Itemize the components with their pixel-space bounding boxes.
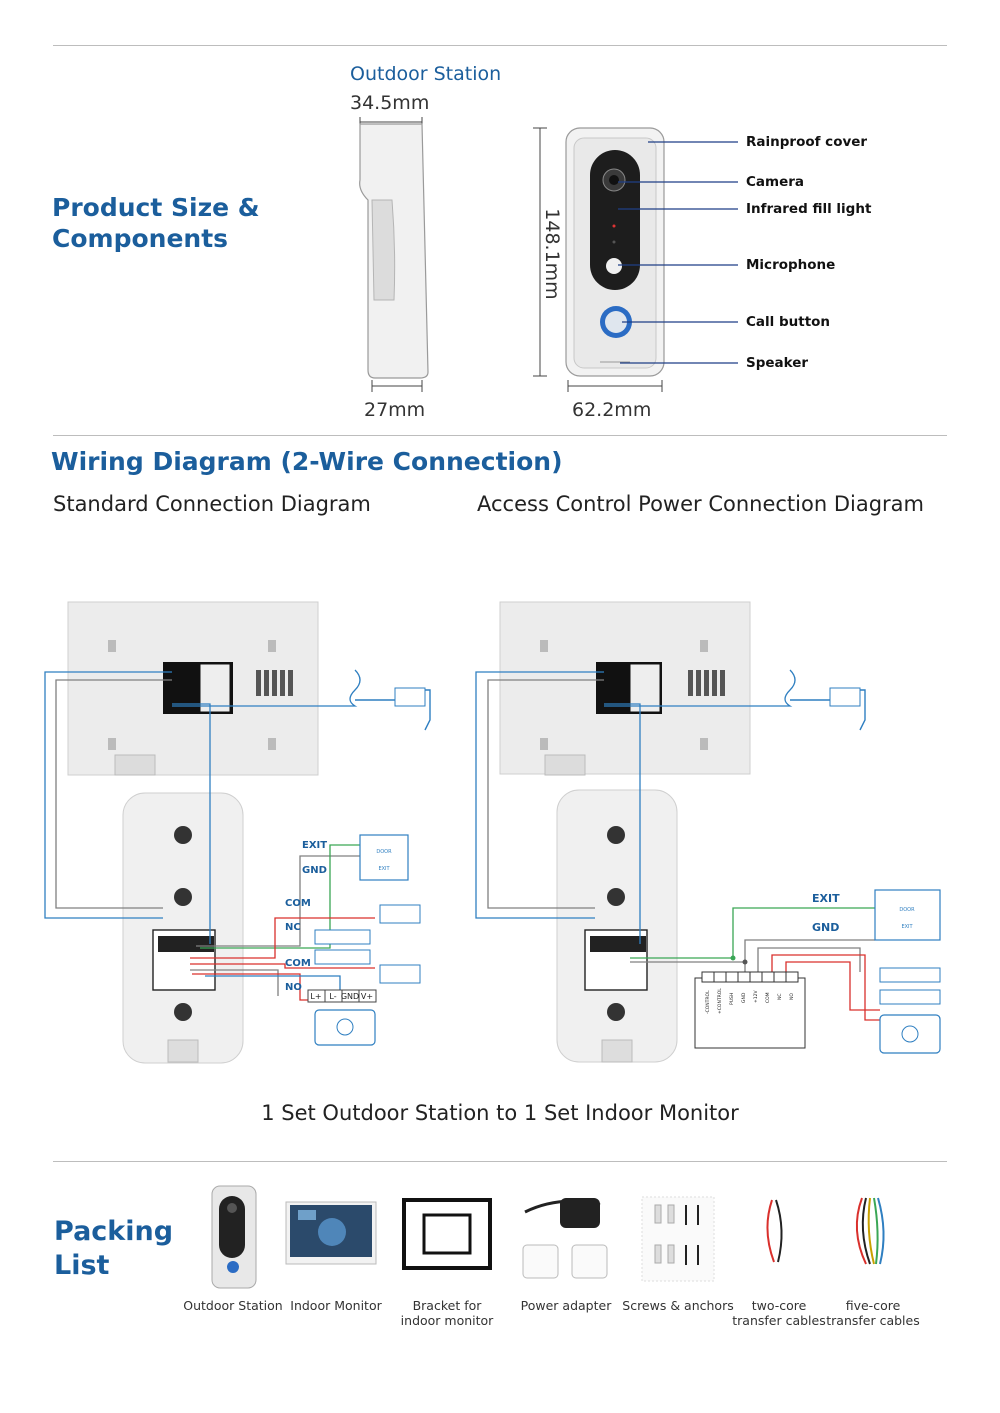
ctrl-term-com: COM <box>765 992 771 1003</box>
standard-connection-title: Standard Connection Diagram <box>53 492 371 516</box>
lock-terminals-left <box>307 989 377 1003</box>
ctrl-term-minus-control: -CONTROL <box>705 990 711 1014</box>
outdoor-station-drawing <box>359 117 738 392</box>
packing-item-1-line1: Indoor Monitor <box>290 1298 382 1313</box>
packing-power-adapter-image <box>522 1198 608 1279</box>
exit-text-right: EXIT <box>901 924 913 930</box>
side-dimension-lines <box>359 117 663 392</box>
packing-heading-line1: Packing <box>54 1216 174 1247</box>
product-size-heading-line2: Components <box>52 224 229 253</box>
outdoor-station-back-left <box>122 792 244 1064</box>
camera-panel <box>590 150 640 290</box>
packing-list-heading: Packing List <box>54 1215 173 1283</box>
label-exit-left: EXIT <box>302 840 327 851</box>
ctrl-term-plus-control: +CONTROL <box>717 988 723 1014</box>
access-control-box <box>694 977 806 1049</box>
packing-two-core-cable-image <box>766 1199 783 1263</box>
packing-item-2-line2: indoor monitor <box>400 1313 494 1328</box>
lock-terminal-lplus: L+ <box>310 992 321 1001</box>
ctrl-term-push: PUSH <box>729 993 735 1005</box>
packing-item-two-core-cable: two-core transfer cables <box>714 1298 844 1328</box>
packing-item-five-core-cable: five-core transfer cables <box>808 1298 938 1328</box>
ctrl-term-nc: NC <box>777 993 783 1000</box>
electric-lock-left <box>314 1009 376 1046</box>
packing-item-0-line1: Outdoor Station <box>183 1298 283 1313</box>
packing-outdoor-station-image <box>211 1185 257 1289</box>
standard-wiring-diagram: DOOR EXIT L+ L- GND V+ EXIT GND COM NC C… <box>44 601 431 1064</box>
product-size-heading-line1: Product Size & <box>52 193 260 222</box>
packing-items-drawings <box>211 1185 885 1289</box>
packing-item-bracket: Bracket for indoor monitor <box>382 1298 512 1328</box>
callout-microphone: Microphone <box>746 257 836 273</box>
section2-divider <box>53 435 947 436</box>
exit-button-right <box>874 889 941 941</box>
packing-item-5-line1: two-core <box>751 1298 807 1313</box>
packing-item-indoor-monitor: Indoor Monitor <box>271 1298 401 1313</box>
callout-camera: Camera <box>746 174 805 190</box>
exit-text-left: EXIT <box>378 866 390 872</box>
label-gnd-right: GND <box>812 921 839 934</box>
dim-bottom-depth: 27mm <box>364 399 426 421</box>
callout-speaker: Speaker <box>746 355 809 371</box>
access-control-wiring-diagram: DOOR EXIT -CONTROL +CONTROL PUSH GND +12… <box>475 601 941 1063</box>
lock-terminal-gnd: GND <box>341 992 359 1001</box>
product-size-heading: Product Size & Components <box>52 192 260 254</box>
label-com2-left: COM <box>285 958 311 969</box>
packing-item-5-line2: transfer cables <box>732 1313 826 1328</box>
packing-heading-line2: List <box>54 1250 110 1281</box>
packing-item-power-adapter: Power adapter <box>501 1298 631 1313</box>
packing-item-3-line1: Power adapter <box>520 1298 612 1313</box>
callout-infrared-fill-light: Infrared fill light <box>746 201 872 217</box>
packing-item-screws: Screws & anchors <box>613 1298 743 1313</box>
label-no-left: NO <box>285 982 302 993</box>
top-divider <box>53 45 947 46</box>
wiring-caption: 1 Set Outdoor Station to 1 Set Indoor Mo… <box>261 1101 739 1125</box>
packing-screws-image <box>641 1196 715 1282</box>
exit-button-left <box>359 834 409 881</box>
control-terminal-labels: -CONTROL +CONTROL PUSH GND +12V COM NC N… <box>705 988 795 1014</box>
section3-divider <box>53 1161 947 1162</box>
callout-call-button: Call button <box>746 314 831 330</box>
microphone-hole <box>606 258 622 274</box>
packing-bracket-image <box>402 1198 492 1270</box>
packing-item-2-line1: Bracket for <box>412 1298 482 1313</box>
door-text-right: DOOR <box>899 907 915 913</box>
ctrl-term-gnd: GND <box>741 992 747 1003</box>
packing-item-outdoor-station: Outdoor Station <box>168 1298 298 1313</box>
packing-item-6-line2: transfer cables <box>826 1313 920 1328</box>
outdoor-station-title: Outdoor Station <box>350 63 502 85</box>
door-text-left: DOOR <box>376 849 392 855</box>
access-control-title: Access Control Power Connection Diagram <box>477 492 924 516</box>
callout-lines <box>618 141 738 364</box>
lock-terminal-lminus: L- <box>329 992 336 1001</box>
electric-lock-right <box>879 1014 941 1054</box>
packing-indoor-monitor-image <box>285 1201 377 1265</box>
label-exit-right: EXIT <box>812 892 840 905</box>
ctrl-term-no: NO <box>789 993 795 1000</box>
callout-rainproof-cover: Rainproof cover <box>746 134 868 150</box>
dim-width: 62.2mm <box>572 399 652 421</box>
packing-item-6-line1: five-core <box>845 1298 901 1313</box>
lock-terminal-vplus: V+ <box>361 992 373 1001</box>
wiring-heading: Wiring Diagram (2-Wire Connection) <box>51 447 563 476</box>
packing-item-4-line1: Screws & anchors <box>622 1298 734 1313</box>
packing-five-core-cable-image <box>855 1197 885 1265</box>
ctrl-term-12v: +12V <box>753 990 759 1003</box>
label-gnd-left: GND <box>302 865 327 876</box>
dim-top-depth: 34.5mm <box>350 92 430 114</box>
label-nc-left: NC <box>285 922 301 933</box>
label-com1-left: COM <box>285 898 311 909</box>
